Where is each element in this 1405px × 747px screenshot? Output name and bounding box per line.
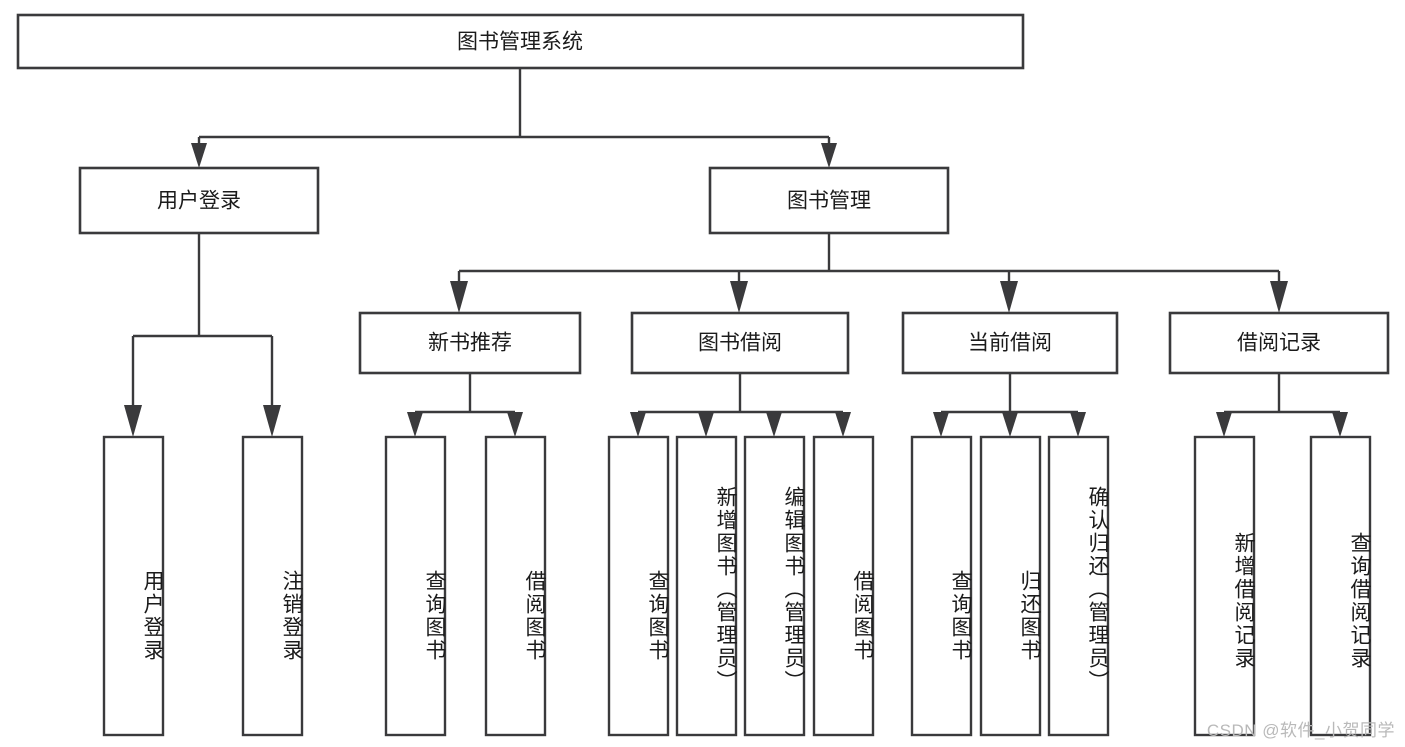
- csdn-watermark: CSDN @软件_小贺同学: [1206, 721, 1395, 740]
- leaf-box-confirm-return[interactable]: [1047, 435, 1110, 737]
- node-current-borrow[interactable]: 当前借阅: [901, 311, 1119, 375]
- arrow-leaf-user-login-icon: [124, 405, 142, 437]
- user-login-label: 用户登录: [157, 190, 241, 213]
- arrow-leaf-edit-book-icon: [766, 412, 782, 437]
- leaf-box-user-login[interactable]: [102, 435, 165, 737]
- arrow-to-book-borrow-icon: [730, 281, 748, 313]
- leaf-box-edit-book[interactable]: [743, 435, 806, 737]
- arrow-to-book-management-icon: [821, 143, 837, 168]
- arrow-to-borrow-record-icon: [1270, 281, 1288, 313]
- connector-new-book-recommend-to-leaves: [407, 373, 523, 437]
- node-new-book-recommend[interactable]: 新书推荐: [358, 311, 582, 375]
- arrow-leaf-logout-login-icon: [263, 405, 281, 437]
- connector-user-login-to-leaves: [124, 233, 281, 437]
- arrow-leaf-query-book-3-icon: [933, 412, 949, 437]
- new-book-recommend-box[interactable]: [358, 311, 582, 375]
- arrow-leaf-add-record-icon: [1216, 412, 1232, 437]
- arrow-leaf-borrow-book-1-icon: [507, 412, 523, 437]
- connector-borrow-record-to-leaves: [1216, 373, 1348, 437]
- node-user-login[interactable]: 用户登录: [78, 166, 320, 235]
- book-management-label: 图书管理: [787, 190, 871, 213]
- leaf-box-add-book[interactable]: [675, 435, 738, 737]
- leaf-box-query-book-1[interactable]: [384, 435, 447, 737]
- arrow-to-new-book-recommend-icon: [450, 281, 468, 313]
- arrow-leaf-query-record-icon: [1332, 412, 1348, 437]
- leaf-box-add-record[interactable]: [1193, 435, 1256, 737]
- leaf-box-borrow-book-1[interactable]: [484, 435, 547, 737]
- current-borrow-label: 当前借阅: [968, 332, 1052, 355]
- node-book-management[interactable]: 图书管理: [708, 166, 950, 235]
- root-label: 图书管理系统: [457, 31, 583, 54]
- connector-root-to-level2: [191, 68, 837, 168]
- leaf-box-borrow-book-2[interactable]: [812, 435, 875, 737]
- leaf-box-return-book[interactable]: [979, 435, 1042, 737]
- arrow-leaf-confirm-return-icon: [1070, 412, 1086, 437]
- leaf-box-query-book-2[interactable]: [607, 435, 670, 737]
- borrow-record-box[interactable]: [1168, 311, 1390, 375]
- arrow-to-current-borrow-icon: [1000, 281, 1018, 313]
- node-borrow-record[interactable]: 借阅记录: [1168, 311, 1390, 375]
- arrow-to-user-login-icon: [191, 143, 207, 168]
- node-root[interactable]: 图书管理系统: [16, 13, 1025, 70]
- connector-current-borrow-to-leaves: [933, 373, 1086, 437]
- arrow-leaf-query-book-1-icon: [407, 412, 423, 437]
- connector-book-borrow-to-leaves: [630, 373, 851, 437]
- book-borrow-box[interactable]: [630, 311, 850, 375]
- new-book-recommend-label: 新书推荐: [428, 332, 512, 355]
- arrow-leaf-return-book-icon: [1002, 412, 1018, 437]
- arrow-leaf-query-book-2-icon: [630, 412, 646, 437]
- connector-book-management-to-level3: [450, 233, 1288, 313]
- leaf-box-logout-login[interactable]: [241, 435, 304, 737]
- arrow-leaf-borrow-book-2-icon: [835, 412, 851, 437]
- book-borrow-label: 图书借阅: [698, 332, 782, 355]
- current-borrow-box[interactable]: [901, 311, 1119, 375]
- borrow-record-label: 借阅记录: [1237, 332, 1321, 355]
- arrow-leaf-add-book-icon: [698, 412, 714, 437]
- node-book-borrow[interactable]: 图书借阅: [630, 311, 850, 375]
- leaf-box-query-book-3[interactable]: [910, 435, 973, 737]
- leaf-box-query-record[interactable]: [1309, 435, 1372, 737]
- book-management-box[interactable]: [708, 166, 950, 235]
- root-box[interactable]: [16, 13, 1025, 70]
